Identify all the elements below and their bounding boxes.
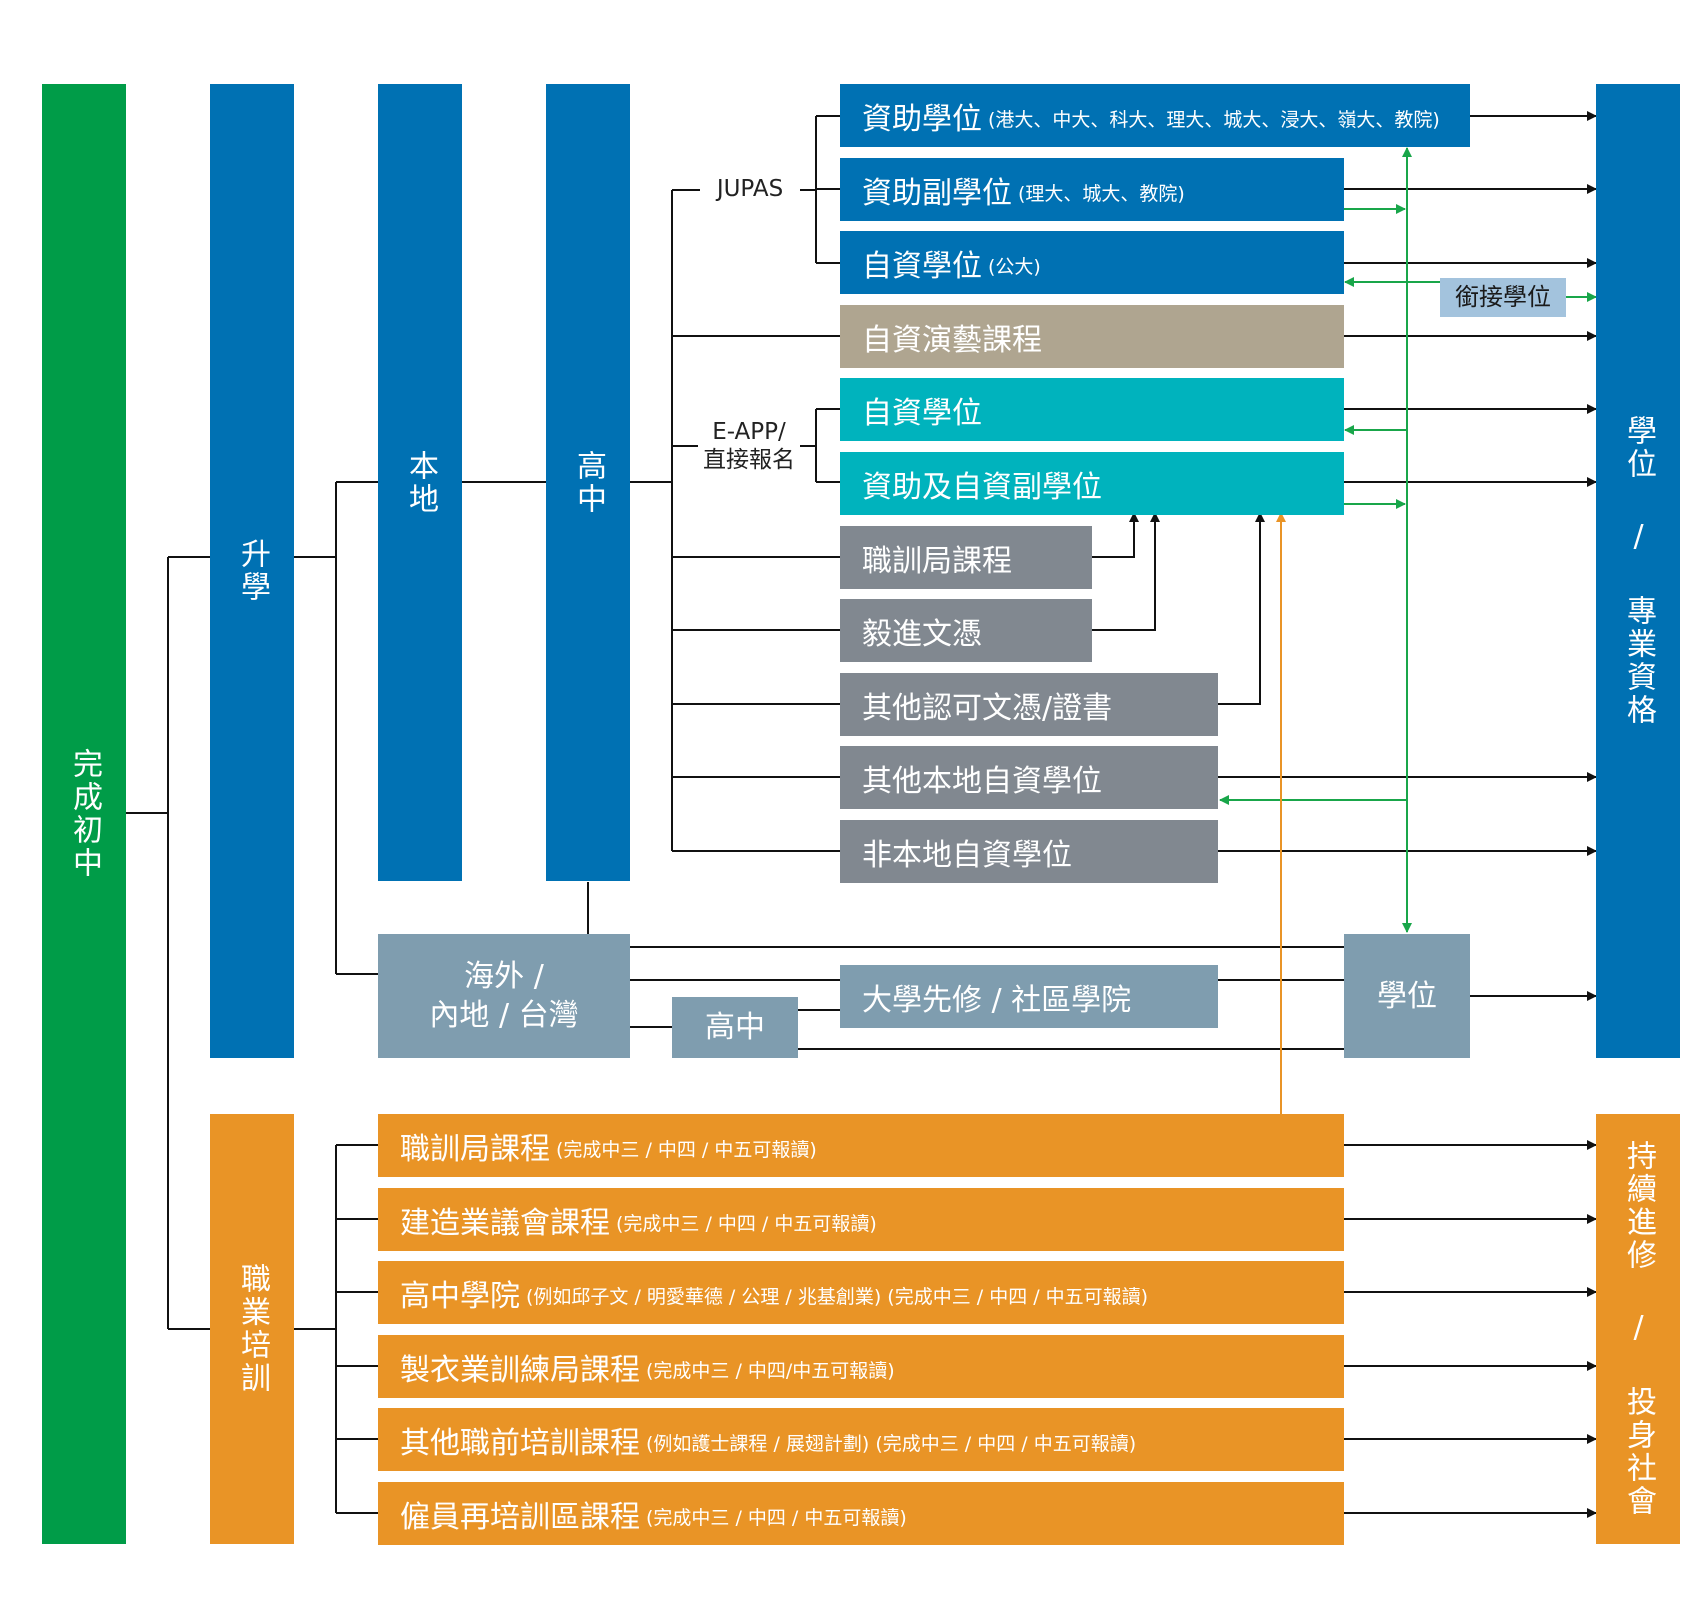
sub-degree-box: 資助及自資副學位: [840, 452, 1344, 515]
e-app-label-line2: 直接報名: [703, 446, 795, 473]
non-local-degree-label: 非本地自資學位: [862, 837, 1072, 873]
vocational-item-label: 職訓局課程: [400, 1131, 550, 1167]
vocational-item-note: (完成中三 / 中四 / 中五可報讀): [616, 1213, 877, 1235]
e-app-label-line1: E-APP/: [712, 419, 786, 445]
foundation-college-box: 大學先修 / 社區學院: [840, 965, 1218, 1028]
other-local-degree-box: 其他本地自資學位: [840, 746, 1218, 809]
vocational-item-note: (例如護士課程 / 展翅計劃) (完成中三 / 中四 / 中五可報讀): [646, 1433, 1137, 1455]
overseas-degree-box: 學位: [1344, 934, 1470, 1058]
overseas-box: 海外 / 內地 / 台灣: [378, 934, 630, 1058]
other-qualifications-label: 其他認可文憑/證書: [862, 690, 1113, 726]
vocational-item-label: 高中學院: [400, 1278, 520, 1314]
funded-sub-degree-note: (理大、城大、教院): [1018, 183, 1185, 205]
funded-degree-note: (港大、中大、科大、理大、城大、浸大、嶺大、教院): [988, 109, 1440, 131]
funded-sub-degree-box: 資助副學位 (理大、城大、教院): [840, 158, 1344, 221]
e-app-label: E-APP/ 直接報名: [698, 419, 800, 475]
jupas-label: JUPAS: [703, 176, 797, 204]
continuing-career-column: 持續進修 / 投身社會: [1596, 1114, 1680, 1544]
other-qualifications-box: 其他認可文憑/證書: [840, 673, 1218, 736]
degree-professional-column: 學位 / 專業資格: [1596, 84, 1680, 1058]
overseas-senior-secondary-box: 高中: [672, 997, 798, 1058]
complete-junior-secondary-label: 完成初中: [67, 748, 102, 880]
vocational-item-note: (例如邱子文 / 明愛華德 / 公理 / 兆基創業) (完成中三 / 中四 / …: [526, 1286, 1149, 1308]
vocational-item-cic: 建造業議會課程 (完成中三 / 中四 / 中五可報讀): [378, 1188, 1344, 1251]
degree-professional-label: 學位 / 專業資格: [1621, 415, 1656, 727]
self-financed-degree-ou-box: 自資學位 (公大): [840, 231, 1344, 294]
senior-secondary-column: 高中: [546, 84, 630, 881]
complete-junior-secondary-column: 完成初中: [42, 84, 126, 1544]
performing-arts-label: 自資演藝課程: [862, 322, 1042, 358]
vocational-item-senior-college: 高中學院 (例如邱子文 / 明愛華德 / 公理 / 兆基創業) (完成中三 / …: [378, 1261, 1344, 1324]
self-financed-degree-label: 自資學位: [862, 395, 982, 431]
local-label: 本地: [403, 449, 438, 516]
overseas-senior-secondary-label: 高中: [705, 1010, 765, 1045]
vocational-item-label: 製衣業訓練局課程: [400, 1352, 640, 1388]
overseas-line2: 內地 / 台灣: [429, 998, 579, 1033]
foundation-college-label: 大學先修 / 社區學院: [862, 982, 1132, 1018]
vtc-course-box: 職訓局課程: [840, 526, 1092, 589]
vtc-course-label: 職訓局課程: [862, 543, 1012, 579]
performing-arts-box: 自資演藝課程: [840, 305, 1344, 368]
overseas-line1: 海外 /: [464, 959, 544, 994]
self-financed-degree-ou-label: 自資學位: [862, 248, 982, 284]
funded-sub-degree-label: 資助副學位: [862, 175, 1012, 211]
non-local-degree-box: 非本地自資學位: [840, 820, 1218, 883]
yi-jin-box: 毅進文憑: [840, 599, 1092, 662]
vocational-item-label: 其他職前培訓課程: [400, 1425, 640, 1461]
vocational-item-label: 建造業議會課程: [400, 1205, 610, 1241]
vocational-training-column: 職業培訓: [210, 1114, 294, 1544]
senior-secondary-label: 高中: [571, 449, 606, 516]
articulation-degree-label: 銜接學位: [1455, 282, 1551, 311]
vocational-training-label: 職業培訓: [235, 1263, 270, 1395]
vocational-item-clothing: 製衣業訓練局課程 (完成中三 / 中四/中五可報讀): [378, 1335, 1344, 1398]
vocational-item-erb: 僱員再培訓區課程 (完成中三 / 中四 / 中五可報讀): [378, 1482, 1344, 1545]
vocational-item-note: (完成中三 / 中四 / 中五可報讀): [556, 1139, 817, 1161]
vocational-item-vtc: 職訓局課程 (完成中三 / 中四 / 中五可報讀): [378, 1114, 1344, 1177]
sub-degree-label: 資助及自資副學位: [862, 469, 1102, 505]
other-local-degree-label: 其他本地自資學位: [862, 763, 1102, 799]
vocational-item-note: (完成中三 / 中四/中五可報讀): [646, 1360, 895, 1382]
local-column: 本地: [378, 84, 462, 881]
articulation-degree-box: 銜接學位: [1440, 278, 1566, 317]
overseas-degree-label: 學位: [1377, 978, 1437, 1014]
further-study-column: 升學: [210, 84, 294, 1058]
yi-jin-label: 毅進文憑: [862, 616, 982, 652]
self-financed-degree-ou-note: (公大): [988, 256, 1041, 278]
vocational-item-pre-employment: 其他職前培訓課程 (例如護士課程 / 展翅計劃) (完成中三 / 中四 / 中五…: [378, 1408, 1344, 1471]
vocational-item-note: (完成中三 / 中四 / 中五可報讀): [646, 1507, 907, 1529]
funded-degree-label: 資助學位: [862, 101, 982, 137]
vocational-item-label: 僱員再培訓區課程: [400, 1499, 640, 1535]
funded-degree-box: 資助學位 (港大、中大、科大、理大、城大、浸大、嶺大、教院): [840, 84, 1470, 147]
self-financed-degree-box: 自資學位: [840, 378, 1344, 441]
further-study-label: 升學: [235, 538, 270, 604]
continuing-career-label: 持續進修 / 投身社會: [1621, 1140, 1656, 1518]
